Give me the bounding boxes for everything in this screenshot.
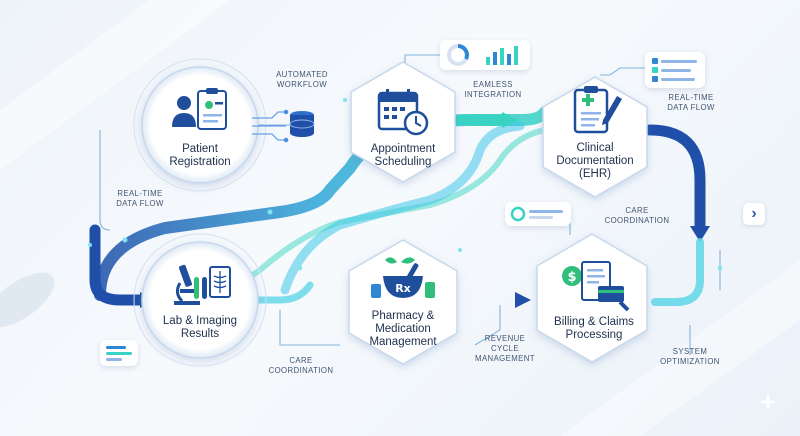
annotation-revenue-cycle: REVENUE CYCLE MANAGEMENT xyxy=(475,334,535,363)
patient-registration-label: Patient Registration xyxy=(169,143,231,168)
donut-bars-icon xyxy=(447,44,518,66)
annotation-system-optimization: SYSTEM OPTIMIZATION xyxy=(660,347,720,366)
annotation-real-time-left: REAL-TIME DATA FLOW xyxy=(116,189,164,208)
lab-imaging-label: Lab & Imaging Results xyxy=(162,315,238,340)
pharmacy-label: Pharmacy & Medication Management xyxy=(369,310,437,348)
notes-card xyxy=(100,340,138,366)
progress-icon xyxy=(510,206,563,222)
node-patient-registration: Patient Registration xyxy=(142,85,258,169)
patient-clipboard-icon xyxy=(172,88,227,130)
chevron-right-icon: › xyxy=(751,205,757,222)
svg-text:$: $ xyxy=(567,270,576,285)
invoice-card-icon: $ xyxy=(562,261,630,312)
database-icon xyxy=(289,111,315,137)
clipboard-pen-icon xyxy=(573,86,622,134)
progress-card xyxy=(505,202,571,226)
annotation-care-coordination-right: CARE COORDINATION xyxy=(604,206,670,225)
annotation-real-time-top: REAL-TIME DATA FLOW xyxy=(667,93,715,112)
svg-text:Rx: Rx xyxy=(395,282,411,295)
clinical-documentation-label: Clinical Documentation (EHR) xyxy=(556,142,634,180)
analytics-card xyxy=(440,40,530,70)
node-clinical-documentation: Clinical Documentation (EHR) xyxy=(537,84,653,181)
appointment-scheduling-label: Appointment Scheduling xyxy=(370,143,436,168)
calendar-clock-icon xyxy=(377,89,429,136)
checklist-card xyxy=(645,52,705,88)
flow-band-right xyxy=(644,124,706,234)
flow-band-top xyxy=(94,106,551,301)
annotation-seamless-integration: EAMLESS INTEGRATION xyxy=(464,80,522,99)
node-billing-claims: $ Billing & Claims Processing xyxy=(536,258,652,342)
circuit-lines xyxy=(252,109,289,143)
next-chevron-button[interactable]: › xyxy=(743,203,765,225)
annotation-automated-workflow: AUTOMATED WORKFLOW xyxy=(276,70,328,89)
node-appointment-scheduling: Appointment Scheduling xyxy=(345,85,461,169)
microscope-xray-icon xyxy=(174,264,231,305)
annotation-care-coordination-bottom: CARE COORDINATION xyxy=(268,356,334,375)
checklist-icon xyxy=(652,58,697,82)
mortar-pestle-icon: Rx xyxy=(371,257,435,298)
sparkle-icon xyxy=(759,393,777,411)
node-pharmacy: Rx Pharmacy & Medication Management xyxy=(345,252,461,349)
billing-claims-label: Billing & Claims Processing xyxy=(554,316,634,341)
glow-dots xyxy=(88,98,723,271)
flow-arrow-down xyxy=(690,226,710,242)
node-lab-imaging: Lab & Imaging Results xyxy=(142,257,258,341)
notes-icon xyxy=(106,346,132,361)
